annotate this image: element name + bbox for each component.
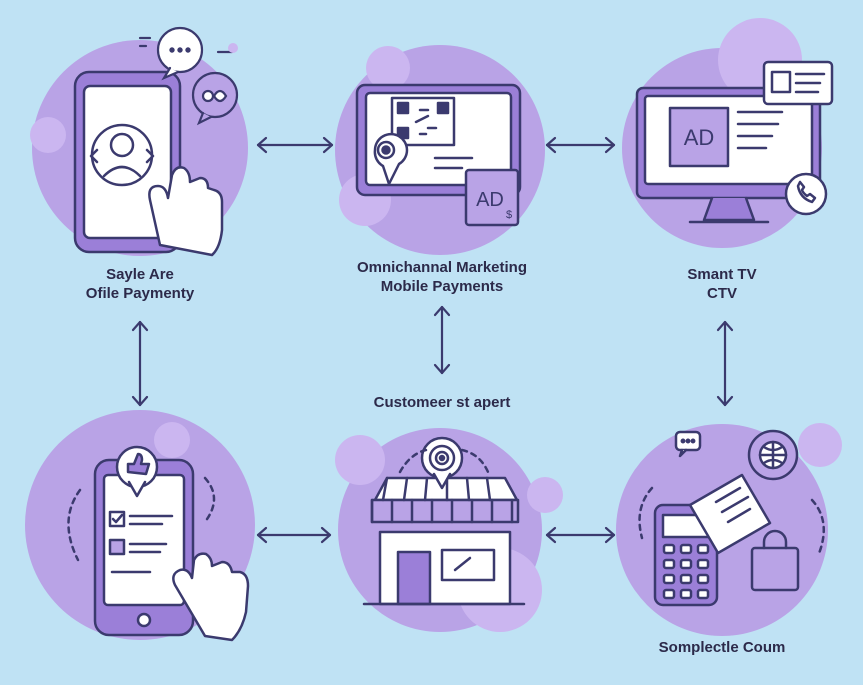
label-middle-text: Customeer st apert — [373, 394, 511, 411]
smartphone-face-id-icon — [73, 70, 224, 257]
label-top-center-line1: Omnichannal Marketing — [356, 259, 528, 276]
currency-symbol: $ — [506, 209, 512, 221]
label-bottom-right-text: Somplectle Coum — [658, 639, 786, 656]
phone-checklist-icon — [67, 445, 250, 642]
smart-tv-icon — [635, 60, 834, 224]
label-middle: Customeer st apert — [312, 393, 572, 412]
qr-code-screen-icon — [355, 83, 522, 227]
label-top-center: Omnichannal Marketing Mobile Payments — [312, 258, 572, 296]
chat-bubble-icon — [138, 26, 238, 81]
payment-terminal-icon — [638, 429, 825, 607]
arrow-top-left-to-center — [256, 136, 334, 154]
ad-label-top-right: AD — [684, 125, 715, 150]
label-top-right: Smant TV CTV — [592, 265, 852, 303]
label-top-right-line1: Smant TV — [687, 266, 757, 283]
arrow-left-vertical — [131, 320, 149, 407]
arrow-top-center-to-right — [545, 136, 616, 154]
storefront-icon — [362, 436, 526, 606]
ad-label-top-center: AD — [476, 189, 504, 211]
audio-bubble-icon — [191, 71, 239, 126]
label-top-left-line1: Sayle Are — [106, 266, 174, 283]
label-top-center-line2: Mobile Payments — [380, 278, 504, 295]
connector-arrows — [131, 136, 734, 544]
arrow-bottom-center-to-right — [545, 526, 616, 544]
label-top-left-line2: Ofile Paymenty — [85, 285, 195, 302]
arrow-center-vertical — [433, 305, 451, 375]
arrow-bottom-left-to-center — [256, 526, 332, 544]
label-top-right-line2: CTV — [707, 285, 737, 302]
arrow-right-vertical — [716, 320, 734, 407]
label-top-left: Sayle Are Ofile Paymenty — [10, 265, 270, 303]
label-bottom-right: Somplectle Coum — [592, 638, 852, 657]
